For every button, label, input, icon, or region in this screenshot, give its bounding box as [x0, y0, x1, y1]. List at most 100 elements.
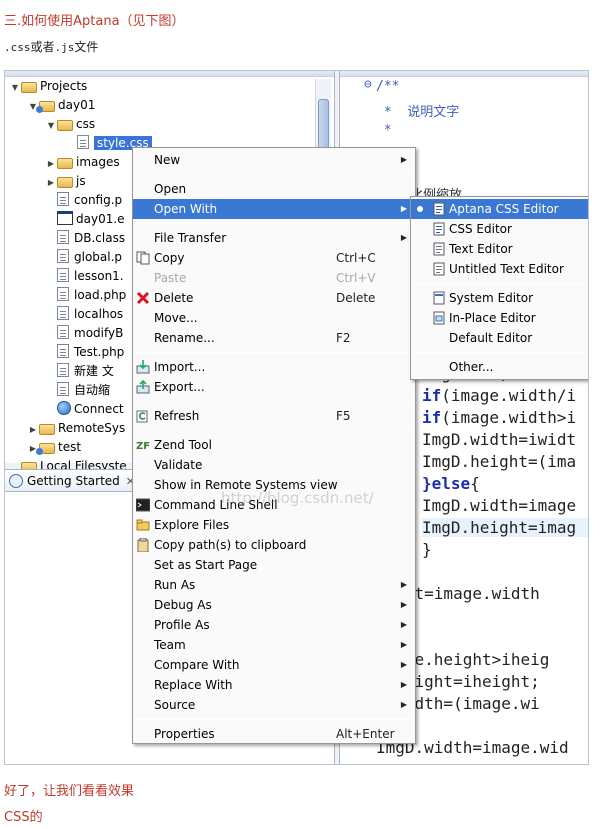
menu-item-label: Import...: [154, 360, 206, 374]
menu-item-export[interactable]: Export...: [133, 377, 415, 397]
menu-item-open[interactable]: Open: [133, 179, 415, 199]
expanded-twisty-icon[interactable]: ▼: [47, 121, 55, 130]
tree-item[interactable]: ▼day01: [27, 96, 95, 115]
menu-item-import[interactable]: Import...: [133, 357, 415, 377]
tree-item[interactable]: Connect: [45, 400, 124, 419]
system-editor-icon: [432, 291, 446, 305]
fold-marker[interactable]: ⊖: [364, 77, 372, 92]
menu-item-set-as-start-page[interactable]: Set as Start Page: [133, 555, 415, 575]
expanded-twisty-icon[interactable]: ▼: [29, 102, 37, 111]
open-with-aptana-css-editor[interactable]: Aptana CSS Editor: [411, 199, 588, 219]
menu-item-shortcut: Alt+Enter: [336, 727, 395, 741]
menu-item-move[interactable]: Move...: [133, 308, 415, 328]
menu-item-debug-as[interactable]: Debug As▶: [133, 595, 415, 615]
menu-item-rename[interactable]: Rename...F2: [133, 328, 415, 348]
tree-item[interactable]: lesson1.: [45, 267, 124, 286]
file-icon: [57, 249, 69, 263]
collapsed-twisty-icon[interactable]: ▶: [29, 425, 37, 434]
tree-item[interactable]: ▼css: [45, 115, 95, 134]
file-icon: [57, 192, 69, 206]
tree-item[interactable]: modifyB: [45, 324, 123, 343]
submenu-arrow-icon: ▶: [400, 640, 407, 649]
menu-item-label: Other...: [449, 360, 494, 374]
getting-started-icon: [9, 474, 23, 488]
tree-item[interactable]: ▶js: [45, 172, 86, 191]
menu-item-refresh[interactable]: Refresh F5: [133, 406, 415, 426]
tree-item[interactable]: ▶RemoteSys: [27, 419, 125, 438]
code-text: ImgD.height=imag: [422, 518, 577, 537]
menu-item-label: File Transfer: [154, 231, 227, 245]
menu-item-replace-with[interactable]: Replace With▶: [133, 675, 415, 695]
menu-item-label: Validate: [154, 458, 203, 472]
open-with-system-editor[interactable]: System Editor: [411, 288, 588, 308]
menu-item-file-transfer[interactable]: File Transfer▶: [133, 228, 415, 248]
code-line: if(image.width/i: [422, 386, 576, 405]
menu-item-label: Zend Tool: [154, 438, 212, 452]
expanded-twisty-icon[interactable]: ▼: [11, 83, 19, 92]
menu-item-shortcut: F5: [336, 409, 351, 423]
menu-item-open-with[interactable]: Open With▶: [133, 199, 415, 219]
tree-item[interactable]: 自动缩: [45, 381, 110, 400]
menu-separator: [135, 430, 413, 431]
tree-item[interactable]: config.p: [45, 191, 122, 210]
tab-getting-started[interactable]: Getting Started✕: [5, 470, 135, 492]
project-icon: [36, 101, 55, 113]
menu-item-label: Run As: [154, 578, 196, 592]
menu-separator: [413, 352, 586, 353]
menu-item-validate[interactable]: Validate: [133, 455, 415, 475]
menu-item-source[interactable]: Source▶: [133, 695, 415, 715]
open-with-text-editor[interactable]: Text Editor: [411, 239, 588, 259]
menu-item-compare-with[interactable]: Compare With▶: [133, 655, 415, 675]
tree-item-label: load.php: [74, 288, 127, 302]
menu-item-label: Refresh: [154, 409, 200, 423]
code-text: ).width=(image.wi: [376, 694, 540, 713]
editor-tabbar: [340, 71, 588, 77]
import-icon: [136, 360, 150, 374]
open-with-other[interactable]: Other...: [411, 357, 588, 377]
menu-item-label: Default Editor: [449, 331, 533, 345]
menu-item-copy-path-s-to-clipboard[interactable]: Copy path(s) to clipboard: [133, 535, 415, 555]
menu-item-command-line-shell[interactable]: Command Line Shell: [133, 495, 415, 515]
zend-icon: ZF: [136, 438, 150, 452]
tree-item[interactable]: Test.php: [45, 343, 124, 362]
menu-item-label: Copy path(s) to clipboard: [154, 538, 307, 552]
tree-item[interactable]: ▶images: [45, 153, 120, 172]
menu-item-show-in-remote-systems-view[interactable]: Show in Remote Systems view: [133, 475, 415, 495]
code-text: {: [470, 474, 480, 493]
refresh-icon: [136, 409, 150, 423]
collapsed-twisty-icon[interactable]: ▶: [47, 178, 55, 187]
folder-icon: [57, 158, 73, 169]
open-with-default-editor[interactable]: Default Editor: [411, 328, 588, 348]
menu-separator: [135, 352, 413, 353]
collapsed-twisty-icon[interactable]: ▶: [47, 159, 55, 168]
tree-item[interactable]: style.css: [65, 134, 152, 153]
tree-item[interactable]: load.php: [45, 286, 126, 305]
inplace-editor-icon: [432, 311, 446, 325]
tree-item[interactable]: localhos: [45, 305, 123, 324]
menu-item-explore-files[interactable]: Explore Files: [133, 515, 415, 535]
tree-item[interactable]: global.p: [45, 248, 122, 267]
collapsed-twisty-icon[interactable]: ▶: [29, 444, 37, 453]
tree-item[interactable]: ▼Projects: [9, 77, 87, 96]
open-with-untitled-text-editor[interactable]: Untitled Text Editor: [411, 259, 588, 279]
menu-item-team[interactable]: Team▶: [133, 635, 415, 655]
open-with-in-place-editor[interactable]: In-Place Editor: [411, 308, 588, 328]
menu-item-new[interactable]: New▶: [133, 150, 415, 170]
tree-item[interactable]: day01.e: [45, 210, 125, 229]
tree-item[interactable]: 新建 文: [45, 362, 114, 381]
menu-item-label: Rename...: [154, 331, 215, 345]
menu-item-run-as[interactable]: Run As▶: [133, 575, 415, 595]
tree-item[interactable]: ▶test: [27, 438, 81, 457]
menu-item-zend-tool[interactable]: ZF Zend Tool: [133, 435, 415, 455]
tree-item[interactable]: DB.class: [45, 229, 125, 248]
menu-item-profile-as[interactable]: Profile As▶: [133, 615, 415, 635]
file-icon: [57, 344, 69, 358]
tree-item-label: DB.class: [74, 231, 126, 245]
close-icon[interactable]: ✕: [125, 475, 135, 488]
code-line: ).alt=image.width: [376, 584, 540, 603]
open-with-css-editor[interactable]: CSS Editor: [411, 219, 588, 239]
menu-item-label: System Editor: [449, 291, 534, 305]
